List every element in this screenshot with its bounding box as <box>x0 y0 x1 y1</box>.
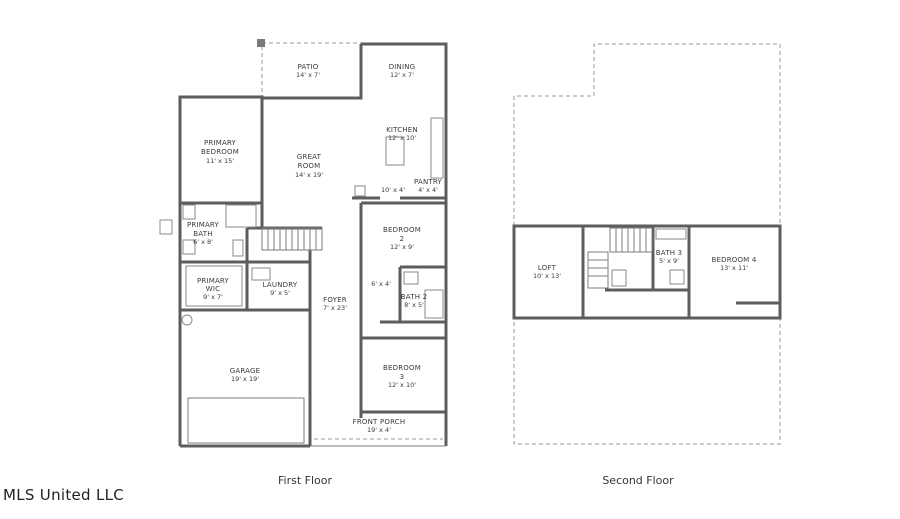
bath2-tub <box>424 289 444 319</box>
laundry-dim: 9' x 5' <box>270 289 290 297</box>
vanity-sink-1 <box>182 204 196 220</box>
dining-dim: 12' x 7' <box>390 71 414 79</box>
primary-bedroom-dim: 11' x 15' <box>206 157 234 165</box>
bedroom3-name: BEDROOM <box>383 364 421 372</box>
first-floor-plan <box>159 39 448 448</box>
foyer-name: FOYER <box>323 296 347 304</box>
bath3-tub <box>655 228 687 240</box>
upstairs-closet <box>611 269 627 287</box>
second-floor-roof-outline <box>513 43 781 445</box>
loft-name: LOFT <box>538 264 557 272</box>
toilet-1 <box>232 239 244 257</box>
shower <box>225 204 257 228</box>
second-floor-label: Second Floor <box>602 474 674 487</box>
fridge <box>354 185 366 197</box>
washer <box>251 267 271 281</box>
bath3-dim: 5' x 9' <box>659 257 679 265</box>
second-floor-exterior <box>512 224 782 320</box>
primary-bath-name-line1: PRIMARY <box>187 221 220 229</box>
kitchen-island <box>385 136 405 166</box>
vanity-sink-2 <box>182 239 196 255</box>
front-porch-name: FRONT PORCH <box>353 418 406 426</box>
bedroom3-number: 3 <box>400 373 405 381</box>
primary-bath-dim: 6' x 8' <box>193 238 213 246</box>
bath3-name: BATH 3 <box>656 249 682 257</box>
primary-bath-name-line2: BATH <box>193 230 212 238</box>
great-room-name-line1: GREAT <box>297 153 322 161</box>
bath2-dim: 8' x 5' <box>404 301 424 309</box>
patio-post <box>257 39 265 47</box>
bedroom4-name: BEDROOM 4 <box>711 256 756 264</box>
exterior-wall-east <box>361 42 448 446</box>
bedroom2-dim: 12' x 9' <box>390 243 414 251</box>
first-floor-label: First Floor <box>278 474 332 487</box>
primary-wic-name-line2: WIC <box>206 285 220 293</box>
primary-wic-dim: 9' x 7' <box>203 293 223 301</box>
kitchen-counter <box>430 117 444 179</box>
front-porch-dim: 19' x 4' <box>367 426 391 434</box>
bath2-name: BATH 2 <box>401 293 427 301</box>
dining-name: DINING <box>389 63 416 71</box>
bedroom2-number: 2 <box>400 235 405 243</box>
kitchen-dim: 12' x 10' <box>388 134 416 142</box>
bath3-sink <box>669 269 685 285</box>
water-heater <box>181 314 193 326</box>
pantry-name: PANTRY <box>414 178 442 186</box>
primary-bedroom-name-line2: BEDROOM <box>201 148 239 156</box>
second-floor-stairs <box>587 227 653 289</box>
foyer-dim: 7' x 23' <box>323 304 347 312</box>
loft-dim: 10' x 13' <box>533 272 561 280</box>
mls-watermark: MLS United LLC <box>3 486 125 504</box>
primary-wic-name-line1: PRIMARY <box>197 277 230 285</box>
laundry-name: LAUNDRY <box>263 281 298 289</box>
second-floor-plan <box>512 43 782 445</box>
pantry-dim: 4' x 4' <box>418 186 438 194</box>
bath2-sink <box>403 271 419 285</box>
kitchen-name: KITCHEN <box>386 126 418 134</box>
primary-bedroom-name-line1: PRIMARY <box>204 139 237 147</box>
patio-name: PATIO <box>298 63 319 71</box>
great-room-name-line2: ROOM <box>298 162 321 170</box>
patio-dim: 14' x 7' <box>296 71 320 79</box>
bedroom4-dim: 13' x 11' <box>720 264 748 272</box>
bedroom3-dim: 12' x 10' <box>388 381 416 389</box>
garage-dim: 19' x 19' <box>231 375 259 383</box>
closet-dim: 10' x 4' <box>381 186 405 194</box>
garage-name: GARAGE <box>230 367 261 375</box>
great-room-dim: 14' x 19' <box>295 171 323 179</box>
garage-door <box>187 397 305 444</box>
wic-shelving <box>185 265 243 307</box>
first-floor-stairs <box>261 227 323 251</box>
exterior-ac-unit <box>159 219 173 235</box>
bedroom2-name: BEDROOM <box>383 226 421 234</box>
hall-closet-dim: 6' x 4' <box>371 280 391 288</box>
